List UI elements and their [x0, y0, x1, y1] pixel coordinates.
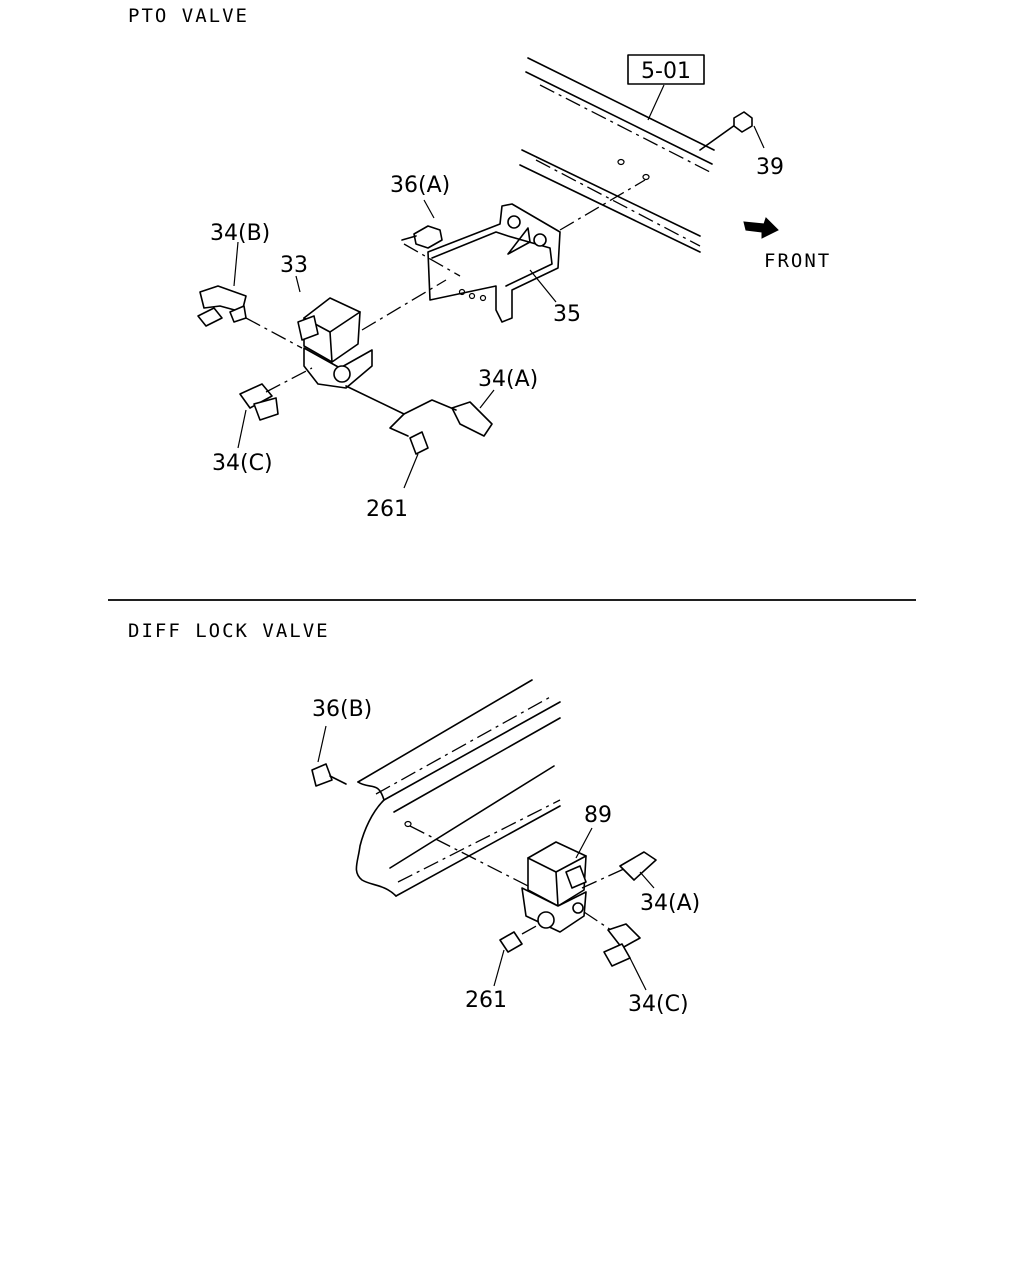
bolt-39 [699, 111, 765, 151]
diff-lock-valve-section: DIFF LOCK VALVE 36(B) [128, 620, 700, 1017]
fitting-34c-diff [603, 923, 647, 991]
frame-rail [519, 57, 715, 253]
ref-label-5-01: 5-01 [641, 59, 691, 84]
label-39: 39 [756, 155, 784, 180]
plug-261-diff [493, 931, 523, 987]
label-35: 35 [553, 302, 581, 327]
label-36a: 36(A) [390, 173, 450, 198]
bolt-36a [401, 199, 461, 277]
plug-261 [403, 431, 429, 489]
label-34c: 34(C) [212, 451, 273, 476]
fitting-34c [237, 367, 313, 449]
label-89: 89 [584, 803, 612, 828]
arrow-right-down-icon [743, 217, 779, 239]
frame-channel [355, 679, 561, 897]
valve-89 [521, 827, 627, 935]
label-34c-diff: 34(C) [628, 992, 689, 1017]
reference-box [627, 54, 705, 85]
valve-33 [295, 275, 447, 389]
label-36b: 36(B) [312, 697, 372, 722]
label-261-diff: 261 [465, 988, 507, 1013]
label-34b: 34(B) [210, 221, 270, 246]
fitting-34a [345, 385, 495, 437]
bolt-36b [311, 725, 347, 787]
bracket-35 [427, 203, 561, 323]
fitting-34b [197, 241, 303, 349]
label-34a: 34(A) [478, 367, 538, 392]
front-label: FRONT [764, 250, 831, 272]
pto-valve-section: PTO VALVE 5-01 39 [128, 5, 831, 522]
label-34a-diff: 34(A) [640, 891, 700, 916]
pto-valve-title: PTO VALVE [128, 5, 249, 27]
fitting-34a-diff [619, 851, 657, 889]
label-261: 261 [366, 497, 408, 522]
label-33: 33 [280, 253, 308, 278]
diff-lock-valve-title: DIFF LOCK VALVE [128, 620, 330, 642]
